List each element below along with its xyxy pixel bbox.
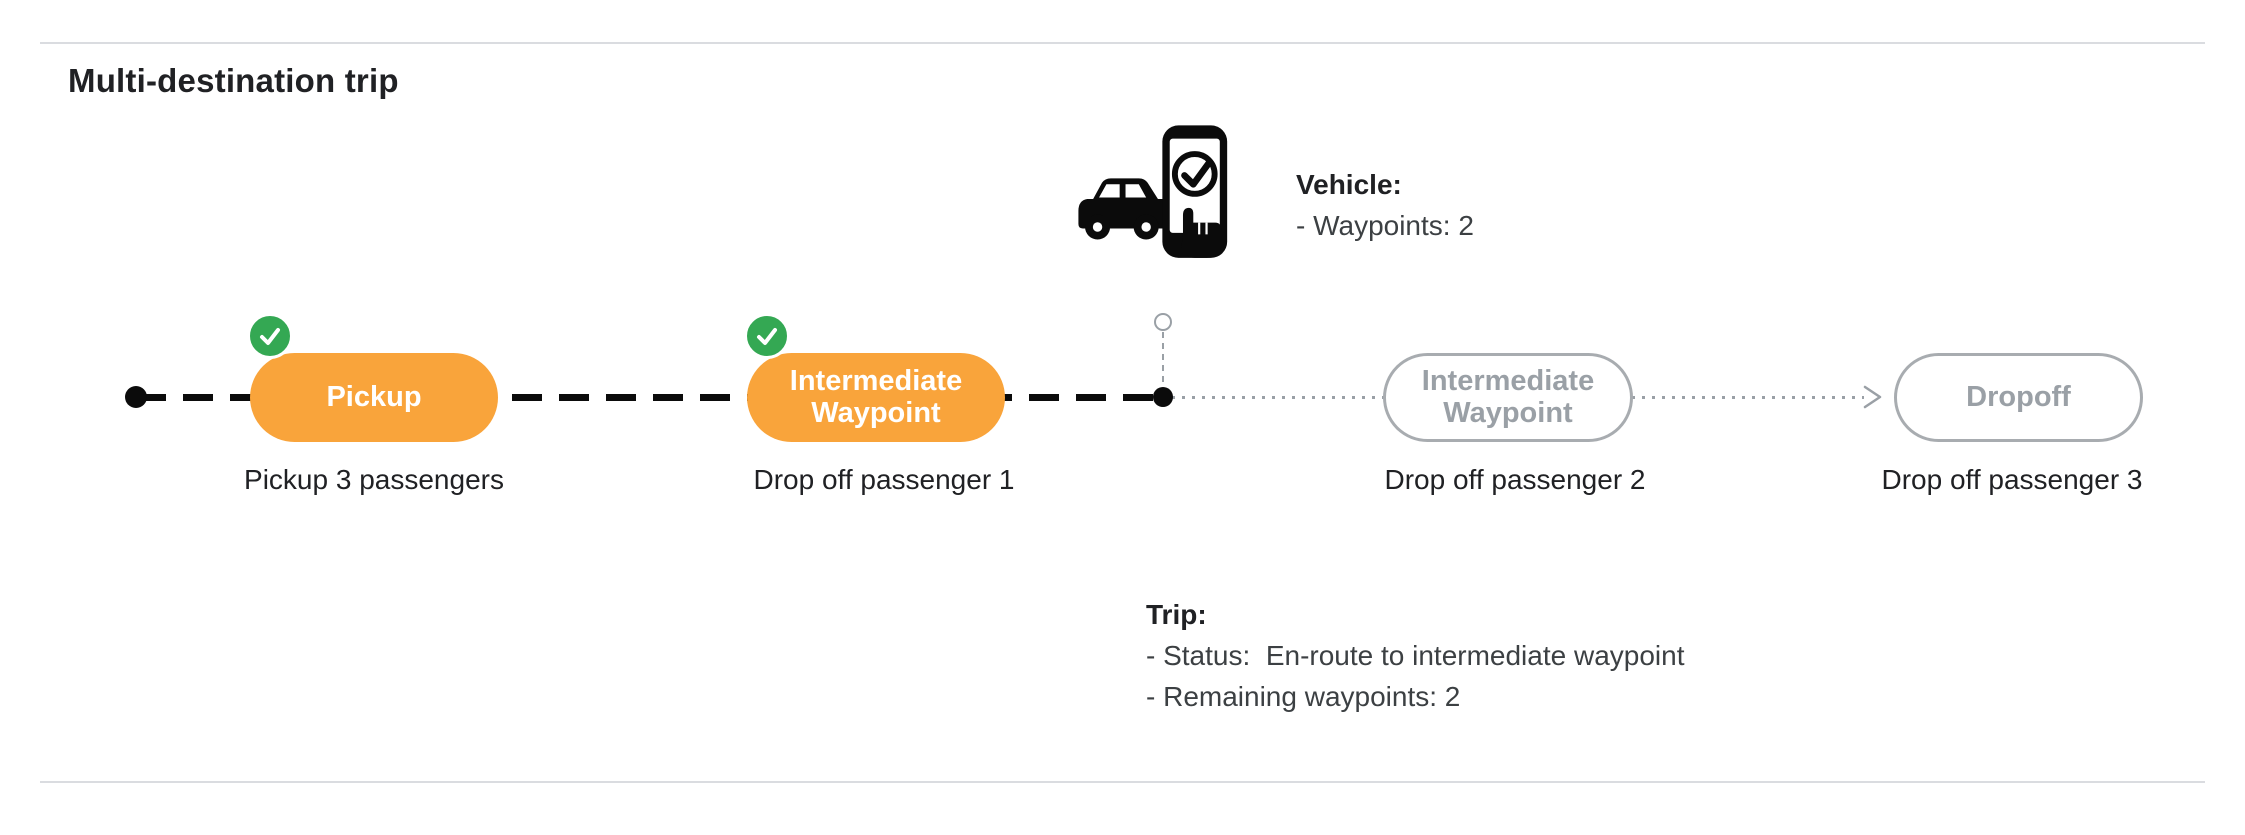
arrowhead-right-icon <box>1863 385 1882 409</box>
stop-pill-label: Dropoff <box>1966 380 2071 413</box>
completed-check-badge <box>247 313 293 359</box>
stop-pill-pickup: Pickup <box>250 353 498 442</box>
stop-pill-label: Intermediate Waypoint <box>1421 364 1595 429</box>
stop-pill-label: Intermediate Waypoint <box>789 364 963 429</box>
diagram-title: Multi-destination trip <box>68 62 399 99</box>
stop-sublabel: Pickup 3 passengers <box>244 464 504 495</box>
route-completed-line <box>136 394 1163 401</box>
stop-pill-dropoff: Dropoff <box>1894 353 2143 442</box>
completed-check-badge <box>744 313 790 359</box>
stop-sublabel: Drop off passenger 3 <box>1881 464 2143 495</box>
check-icon <box>757 328 777 345</box>
top-divider <box>40 42 2205 44</box>
route-start-dot <box>125 386 147 408</box>
trip-info-line: - Remaining waypoints: 2 <box>1146 681 1461 712</box>
vehicle-info-title: Vehicle: <box>1296 169 1402 200</box>
vehicle-marker-anchor <box>1154 313 1172 331</box>
trip-info-title: Trip: <box>1146 599 1207 630</box>
car-with-phone-check-icon <box>1078 125 1228 258</box>
stop-pill-intermediate-waypoint-1: Intermediate Waypoint <box>747 353 1005 442</box>
stop-pill-intermediate-waypoint-2: Intermediate Waypoint <box>1383 353 1633 442</box>
bottom-divider <box>40 781 2205 783</box>
vehicle-marker-stem <box>1162 332 1164 386</box>
vehicle-position-dot <box>1153 387 1173 407</box>
stop-sublabel: Drop off passenger 1 <box>753 464 1015 495</box>
vehicle-info-block: Vehicle: - Waypoints: 2 <box>1296 164 1474 246</box>
stop-pill-label: Pickup <box>326 380 422 413</box>
check-icon <box>260 328 280 345</box>
trip-info-block: Trip: - Status: En-route to intermediate… <box>1146 594 1685 717</box>
vehicle-info-line: - Waypoints: 2 <box>1296 210 1474 241</box>
trip-info-line: - Status: En-route to intermediate waypo… <box>1146 640 1685 671</box>
stop-sublabel: Drop off passenger 2 <box>1384 464 1646 495</box>
